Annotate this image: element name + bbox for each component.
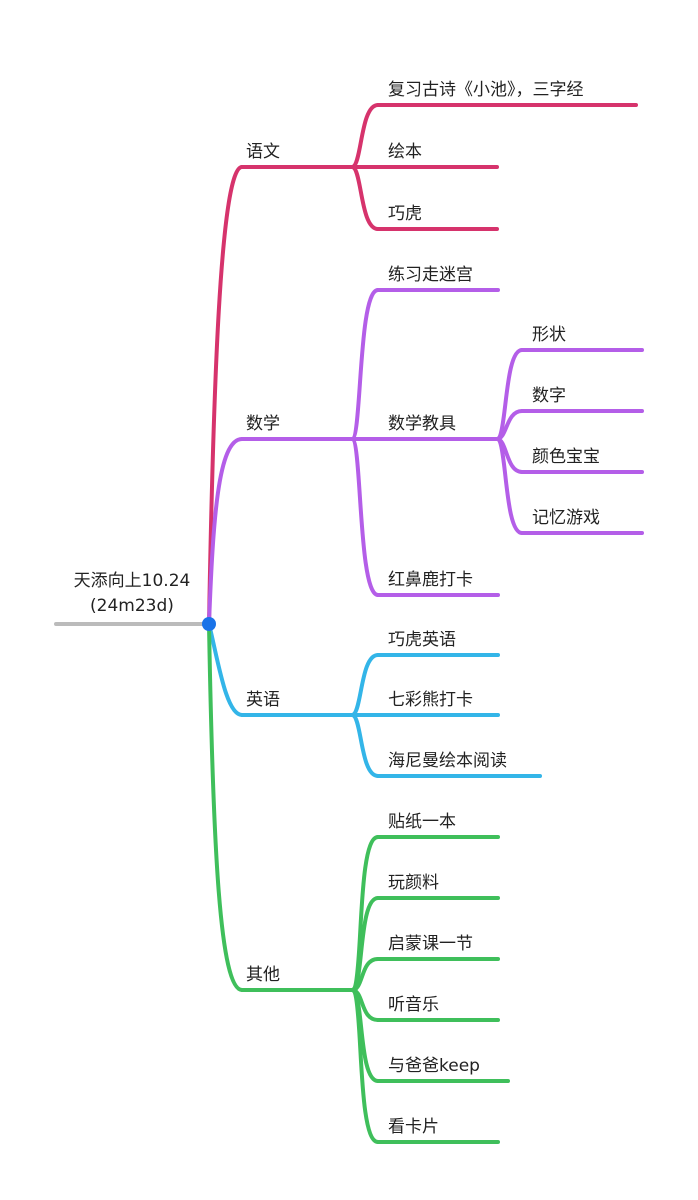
edge-math-2-4 <box>495 437 524 535</box>
edge-english-1 <box>350 653 380 717</box>
branch-math <box>207 288 644 626</box>
edge-english-3 <box>350 713 380 778</box>
topic-english-1: 巧虎英语 <box>388 630 456 650</box>
branch-english <box>207 622 542 778</box>
topic-math-2: 数学教具 <box>388 414 456 434</box>
edge-root-english <box>207 622 244 717</box>
edge-root-chinese <box>207 165 244 626</box>
branch-label-chinese: 语文 <box>246 142 280 162</box>
topic-math-1: 练习走迷宫 <box>388 265 473 285</box>
edge-chinese-1 <box>350 103 380 169</box>
topic-other-3: 启蒙课一节 <box>388 934 473 954</box>
root-subtitle: (24m23d) <box>90 596 174 616</box>
topic-english-2: 七彩熊打卡 <box>388 690 473 710</box>
topic-other-6: 看卡片 <box>388 1117 439 1137</box>
root-node-dot[interactable] <box>202 617 216 631</box>
branch-other <box>207 622 510 1144</box>
edge-other-6 <box>350 988 380 1144</box>
edge-math-1 <box>350 288 380 441</box>
branch-label-other: 其他 <box>246 965 280 985</box>
topic-other-2: 玩颜料 <box>388 873 439 893</box>
topic-other-5: 与爸爸keep <box>388 1056 480 1076</box>
topic-english-3: 海尼曼绘本阅读 <box>388 751 507 771</box>
edge-math-3 <box>350 437 380 597</box>
subtopic-math-number: 数字 <box>532 386 566 406</box>
edge-math-2-1 <box>495 348 524 441</box>
subtopic-math-memory: 记忆游戏 <box>532 508 600 528</box>
branch-label-math: 数学 <box>246 414 280 434</box>
branch-chinese <box>207 103 638 626</box>
edge-root-math <box>207 437 244 626</box>
topic-other-1: 贴纸一本 <box>388 812 456 832</box>
branch-label-english: 英语 <box>246 690 280 710</box>
subtopic-math-color: 颜色宝宝 <box>532 447 600 467</box>
topic-math-3: 红鼻鹿打卡 <box>388 570 473 590</box>
subtopic-math-shape: 形状 <box>532 325 566 345</box>
root-title: 天添向上10.24 <box>74 571 191 591</box>
edge-chinese-3 <box>350 165 380 231</box>
topic-chinese-2: 绘本 <box>388 142 422 162</box>
edge-root-other <box>207 622 244 992</box>
topic-chinese-1: 复习古诗《小池》，三字经 <box>388 80 584 100</box>
topic-other-4: 听音乐 <box>388 995 439 1015</box>
topic-chinese-3: 巧虎 <box>388 204 422 224</box>
